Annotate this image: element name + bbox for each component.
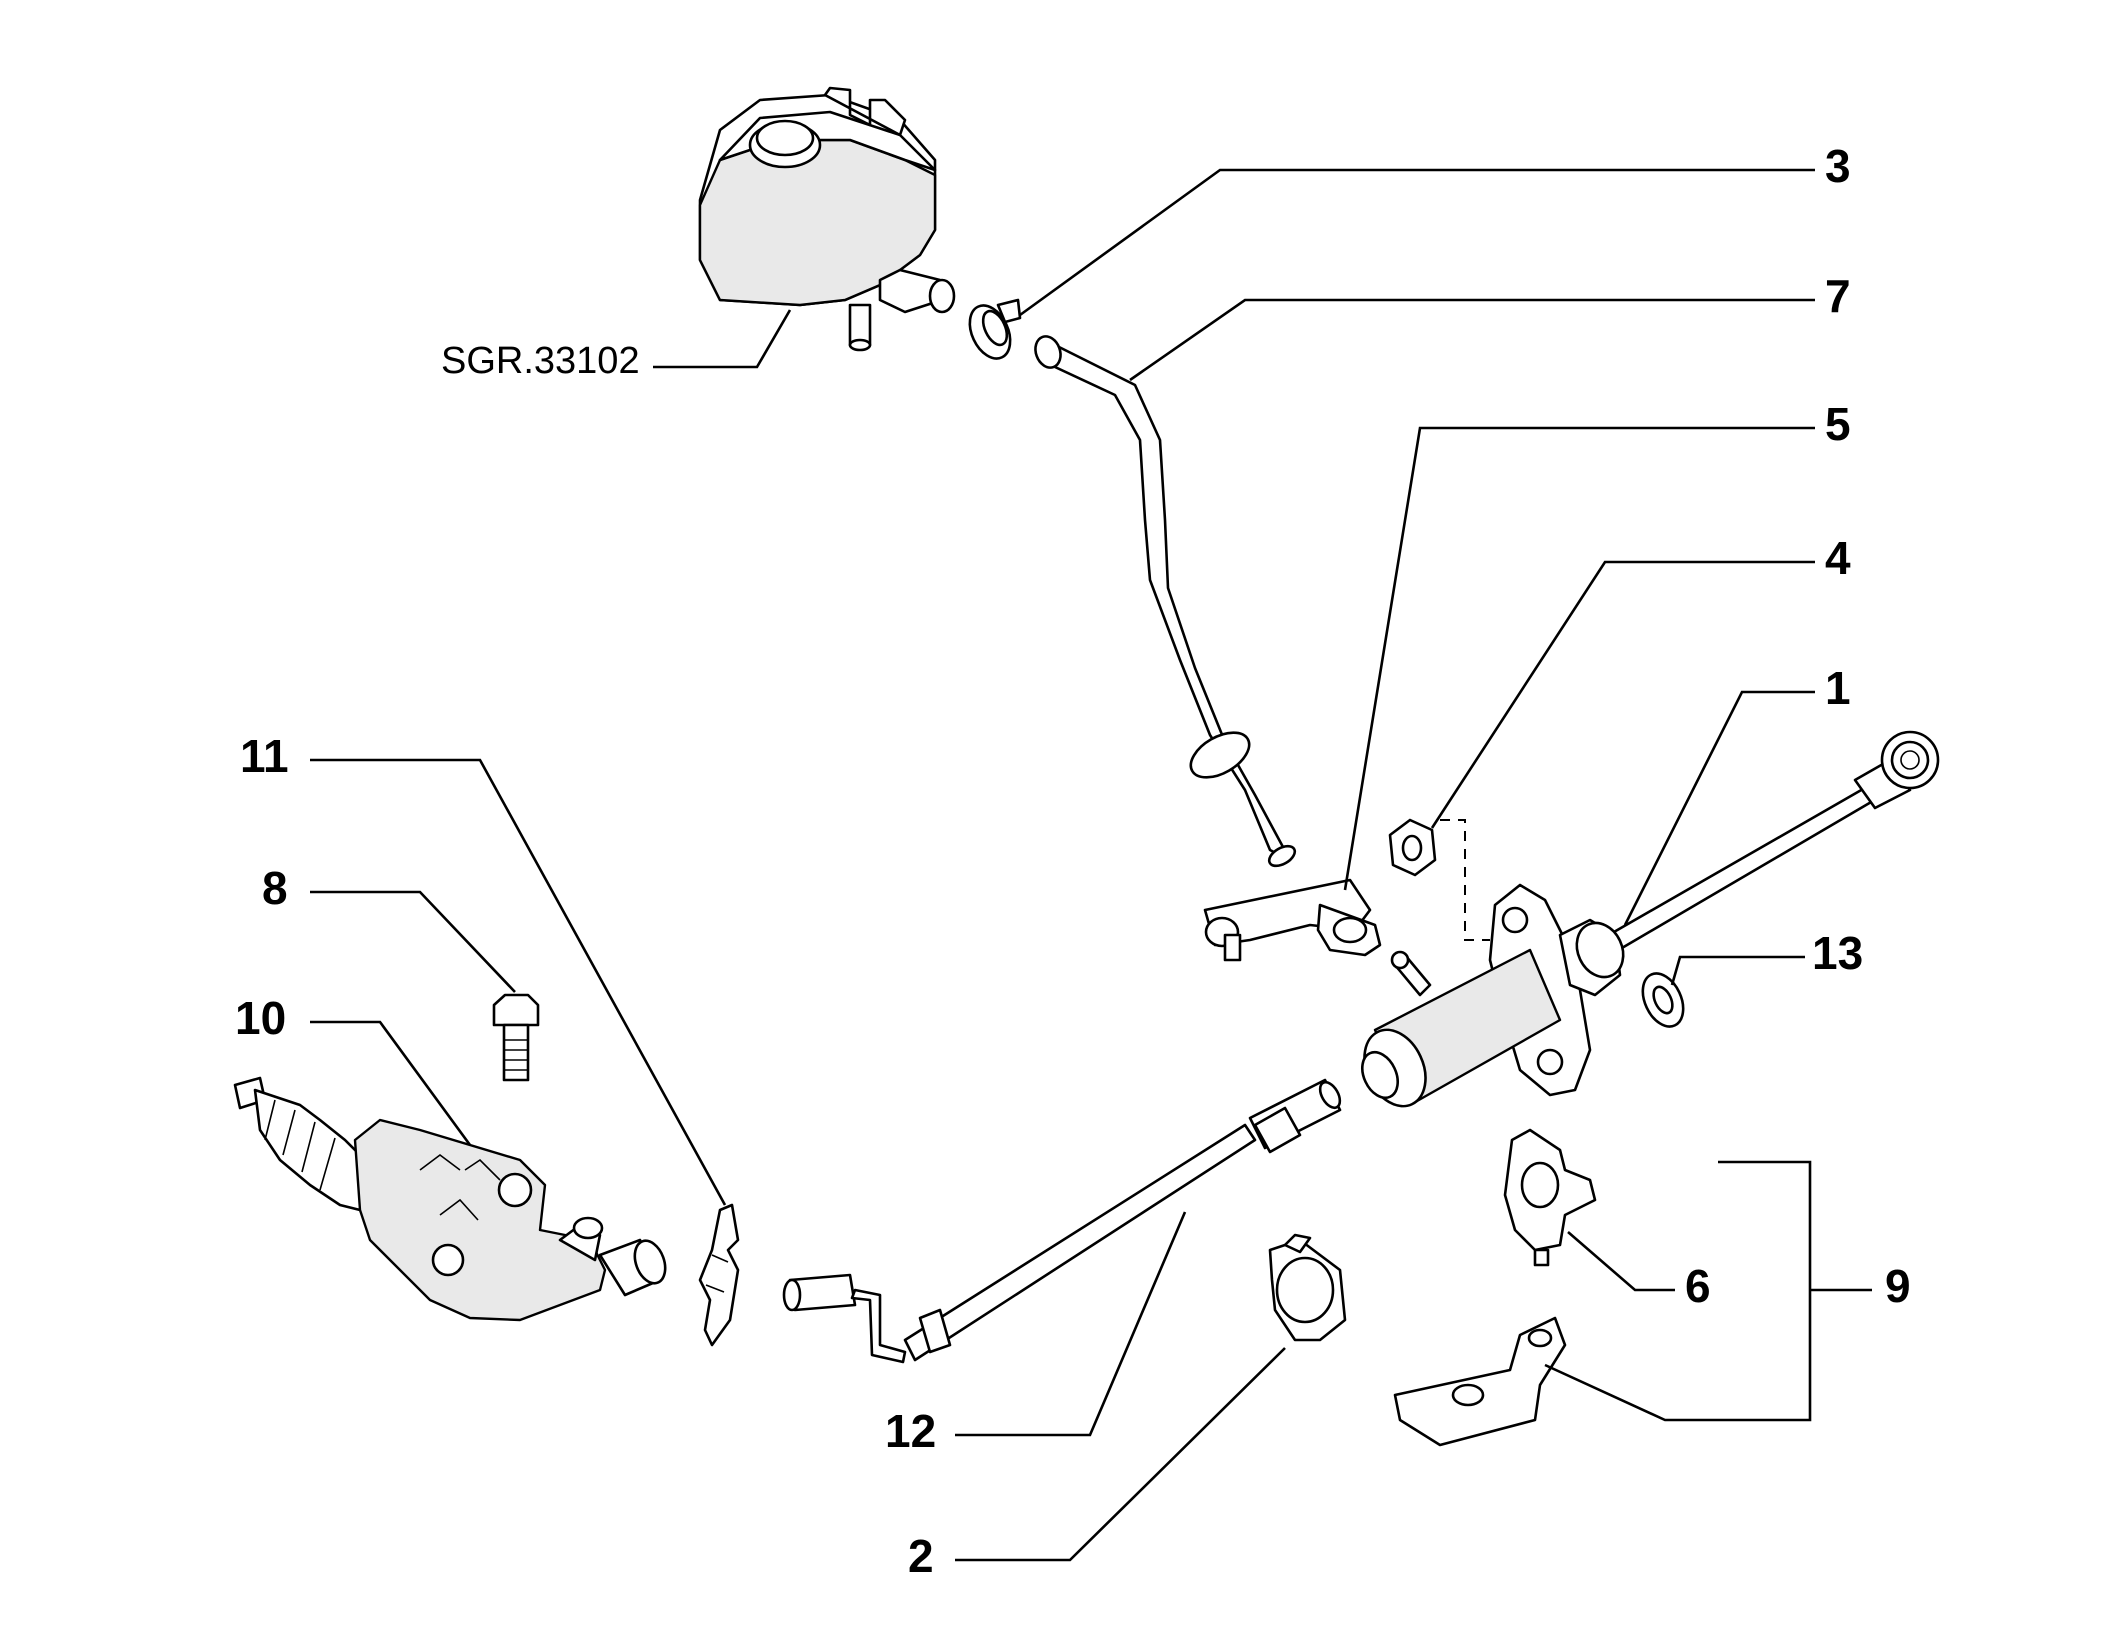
leader-8 [310, 890, 516, 993]
callout-11: 11 [240, 730, 289, 782]
supply-hose [1034, 335, 1297, 868]
leader-reservoir [653, 309, 792, 369]
callout-7: 7 [1825, 270, 1851, 322]
callout-12: 12 [885, 1405, 936, 1457]
leader-10 [310, 1020, 472, 1146]
pipe-clip-bracket [1203, 878, 1382, 962]
callout-10: 10 [235, 992, 286, 1044]
leader-12 [955, 1211, 1187, 1437]
callout-3: 3 [1825, 140, 1851, 192]
clutch-master-cylinder [1361, 730, 1940, 1108]
nut [1388, 818, 1437, 877]
clutch-slave-cylinder [233, 1076, 667, 1322]
leader-2 [955, 1347, 1286, 1562]
leader-7 [1129, 298, 1815, 382]
bolt [492, 993, 540, 1082]
leader-1 [1623, 690, 1815, 926]
callout-4: 4 [1825, 532, 1851, 584]
hydraulic-pipe [782, 1078, 1342, 1364]
leader-6 [1567, 1231, 1675, 1292]
leader-5 [1343, 426, 1815, 891]
callout-8: 8 [262, 862, 288, 914]
callout-2: 2 [908, 1530, 934, 1582]
callout-5: 5 [1825, 398, 1851, 450]
washer [1641, 972, 1685, 1028]
callout-1: 1 [1825, 662, 1851, 714]
leader-3 [1019, 168, 1815, 317]
leader-lines [310, 168, 1872, 1562]
leader-13 [1670, 955, 1805, 986]
retaining-clip [698, 1203, 740, 1347]
clip [1503, 1128, 1597, 1267]
callout-9: 9 [1885, 1260, 1911, 1312]
labels: SGR.33102 3 7 5 4 1 13 11 8 10 12 2 6 9 [235, 140, 1911, 1582]
bracket [1393, 1316, 1567, 1447]
leader-4 [1430, 560, 1815, 829]
pipe-clip [1268, 1233, 1347, 1342]
hose-clamp [968, 298, 1022, 360]
leader-11 [310, 758, 727, 1206]
leader-9-bracket [1544, 1160, 1812, 1422]
callout-6: 6 [1685, 1260, 1711, 1312]
fluid-reservoir [698, 86, 956, 352]
reference-code-label: SGR.33102 [441, 340, 640, 382]
callout-13: 13 [1812, 927, 1863, 979]
